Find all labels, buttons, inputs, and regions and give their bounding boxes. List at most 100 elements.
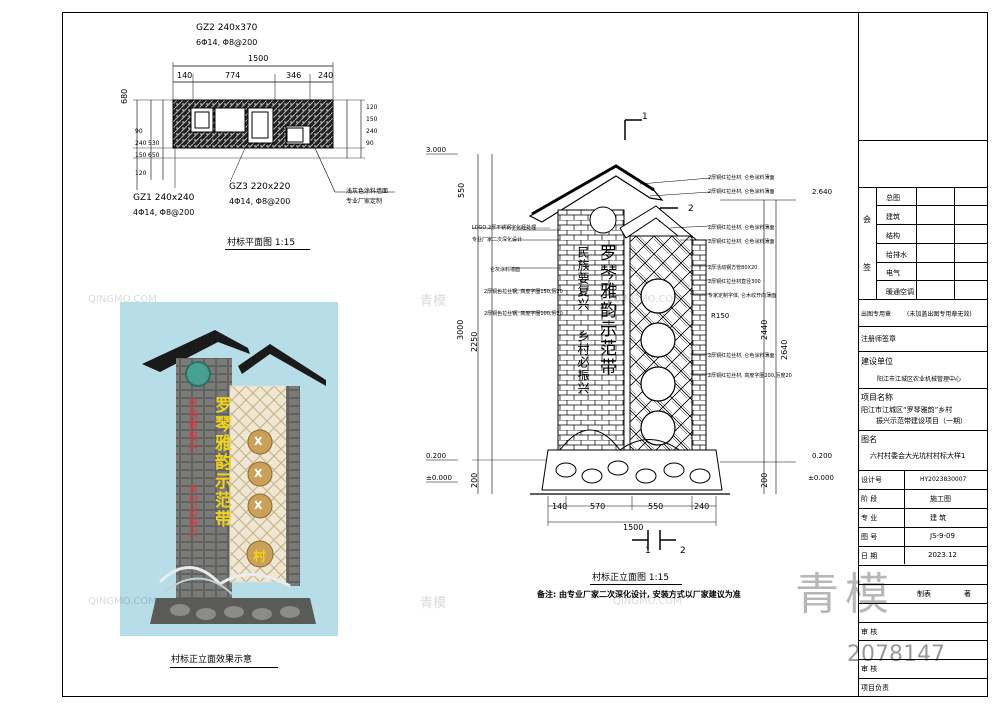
elev-bottom-dim-4: 240	[694, 502, 710, 511]
tb-drawing-name: 六村村委会大光坑村村标大样1	[870, 452, 966, 460]
tb-row-value-2: 施工图	[930, 495, 951, 503]
tb-row-value-1: HY2023830007	[920, 476, 967, 483]
elev-dim-3000: 3000	[456, 319, 465, 340]
elev-title-text: 罗琴雅韵示范带	[596, 244, 616, 377]
annot-right-3: 2厚铜红拉丝材, 仑色涂料薄面	[708, 225, 775, 231]
tb-discipline-6: 暖通空调	[886, 288, 914, 296]
elev-bottom-dim-2: 570	[590, 502, 606, 511]
tb-client: 阳江市江城区农业机械管理中心	[877, 376, 962, 383]
tb-qian: 签	[863, 263, 871, 272]
level-3000: 3.000	[426, 146, 447, 154]
tb-bottom-row-3: 项目负责	[861, 684, 889, 692]
plan-dim-2: 774	[225, 71, 241, 80]
tb-row-label-5: 日 期	[861, 552, 878, 560]
tb-client-label: 建设单位	[861, 357, 893, 366]
elev-dim-200-left: 200	[470, 472, 479, 488]
annot-left-3: 仑灰涂料墙面	[490, 267, 521, 273]
plan-dim-4: 240	[318, 71, 334, 80]
tb-row-value-4: JS-9-09	[930, 532, 955, 540]
plan-caption-underline	[225, 249, 310, 250]
tb-row-label-1: 设计号	[861, 476, 882, 484]
plan-note-2: 专业厂家定制	[346, 198, 383, 205]
watermark-site-2: QINGMO.COM	[88, 596, 157, 607]
effect-render-art	[142, 330, 326, 624]
tb-stamp-note: (未加盖出图专用章无效)	[907, 311, 972, 318]
effect-text-b: 乡村必振兴	[186, 484, 197, 539]
tb-row-value-5: 2023.12	[928, 551, 957, 559]
level-000-right: ±0.000	[808, 474, 834, 482]
gz3-label: GZ3 220x220	[229, 182, 291, 192]
effect-text-a: 民族要复兴	[186, 398, 197, 453]
level-2640: 2.640	[812, 188, 833, 196]
title-block-border	[858, 12, 859, 697]
gz3-rebar: 4Φ14, Φ8@200	[229, 197, 291, 206]
effect-circle-3: X	[254, 499, 263, 512]
plan-left-dim-4: 120	[135, 170, 147, 177]
watermark-brand: 青模	[795, 569, 895, 620]
tb-partial-1: 制表	[917, 590, 931, 598]
elevation-drawing	[426, 119, 796, 550]
tb-discipline-2: 建筑	[886, 213, 900, 221]
annot-right-5: 2厚活动钢方管80X20	[708, 265, 758, 271]
watermark-site-3: QINGMO.COM	[613, 294, 682, 305]
tb-row-label-3: 专 业	[861, 514, 878, 522]
level-000-left: ±0.000	[426, 474, 452, 482]
plan-right-dim-4: 90	[366, 140, 374, 147]
elev-text-b: 乡村必振兴	[576, 330, 590, 395]
elevation-caption: 村标正立面图 1:15	[592, 573, 670, 583]
plan-left-dim-2: 240	[135, 140, 147, 147]
elev-bottom-dim-1: 140	[552, 502, 568, 511]
plan-left-sub-2: 650	[148, 152, 160, 159]
watermark-code: 2078147	[847, 642, 945, 667]
plan-total-width: 1500	[248, 54, 269, 63]
effect-circle-1: X	[254, 435, 263, 448]
plan-caption: 村标平面图 1:15	[227, 238, 296, 248]
drawing-frame	[62, 12, 988, 697]
plan-note-1: 浅灰色涂料墙面	[346, 188, 389, 195]
elev-dim-200-right: 200	[760, 472, 769, 488]
elev-dim-2640: 2640	[780, 339, 789, 360]
tb-project-line2: 振兴示范带建设项目（一期）	[876, 417, 967, 425]
section-mark-1-bottom: 1	[645, 546, 651, 556]
elevation-note: 备注: 由专业厂家二次深化设计, 安装方式以厂家建议为准	[537, 590, 741, 599]
gz2-rebar: 6Φ14, Φ8@200	[196, 38, 258, 47]
effect-circle-2: X	[254, 467, 263, 480]
annot-right-1: 2厚铜红拉丝材, 仑色涂料薄面	[708, 175, 775, 181]
tb-discipline-5: 电气	[886, 269, 900, 277]
gz2-label: GZ2 240x370	[196, 23, 258, 33]
plan-dim-1: 140	[177, 71, 193, 80]
tb-drawing-label: 图名	[861, 435, 877, 444]
section-mark-1-top: 1	[642, 112, 648, 122]
tb-hui: 会	[863, 215, 871, 224]
tb-stamp-label: 出图专用章	[861, 311, 892, 318]
plan-right-dim-2: 150	[366, 116, 378, 123]
elev-dim-550: 550	[457, 182, 466, 198]
effect-caption: 村标正立面效果示意	[171, 655, 253, 665]
effect-render: 罗琴雅韵示范带 民族要复兴 乡村必振兴 X X X 村	[120, 302, 338, 636]
elev-text-a: 民族要复兴	[576, 246, 590, 311]
elev-dim-2250: 2250	[470, 331, 479, 352]
level-0200-left: 0.200	[426, 452, 447, 460]
effect-title-text: 罗琴雅韵示范带	[211, 396, 231, 529]
annot-left-5: 2厚铜色拉丝钢, 高度字圈100,厉20	[484, 311, 563, 317]
annot-left-2: 专业厂家二次深化设计	[472, 237, 523, 243]
annot-right-7: 专家定制字体, 仑木纹开向薄面	[708, 293, 777, 299]
elev-radius-label: R150	[711, 312, 730, 320]
section-mark-2-bottom: 2	[680, 546, 686, 556]
tb-partial-2: 著	[964, 590, 971, 598]
annot-right-8: 2厚铜红拉丝材, 仑色涂料薄面	[708, 353, 775, 359]
tb-project-line1: 阳江市江城区“罗琴雅韵”乡村	[861, 406, 953, 414]
elev-dim-2440: 2440	[760, 319, 769, 340]
tb-row-value-3: 建 筑	[930, 514, 947, 522]
plan-dim-3: 346	[286, 71, 302, 80]
watermark-brand-small-2: 青模	[420, 596, 447, 611]
gz1-rebar: 4Φ14, Φ8@200	[133, 208, 195, 217]
elev-bottom-dim-3: 550	[648, 502, 664, 511]
annot-left-1: LOGO,2厚不锈钢字化经处理	[472, 225, 537, 231]
annot-right-2: 2厚铜红拉丝材, 仑色涂料薄面	[708, 189, 775, 195]
plan-right-dim-1: 120	[366, 104, 378, 111]
tb-row-label-4: 图 号	[861, 533, 878, 541]
tb-bottom-row-1: 审 核	[861, 628, 878, 636]
annot-right-9: 2厚铜红拉丝材, 高度字圈200,厉度20	[708, 373, 792, 379]
tb-project-label: 项目名称	[861, 393, 893, 402]
